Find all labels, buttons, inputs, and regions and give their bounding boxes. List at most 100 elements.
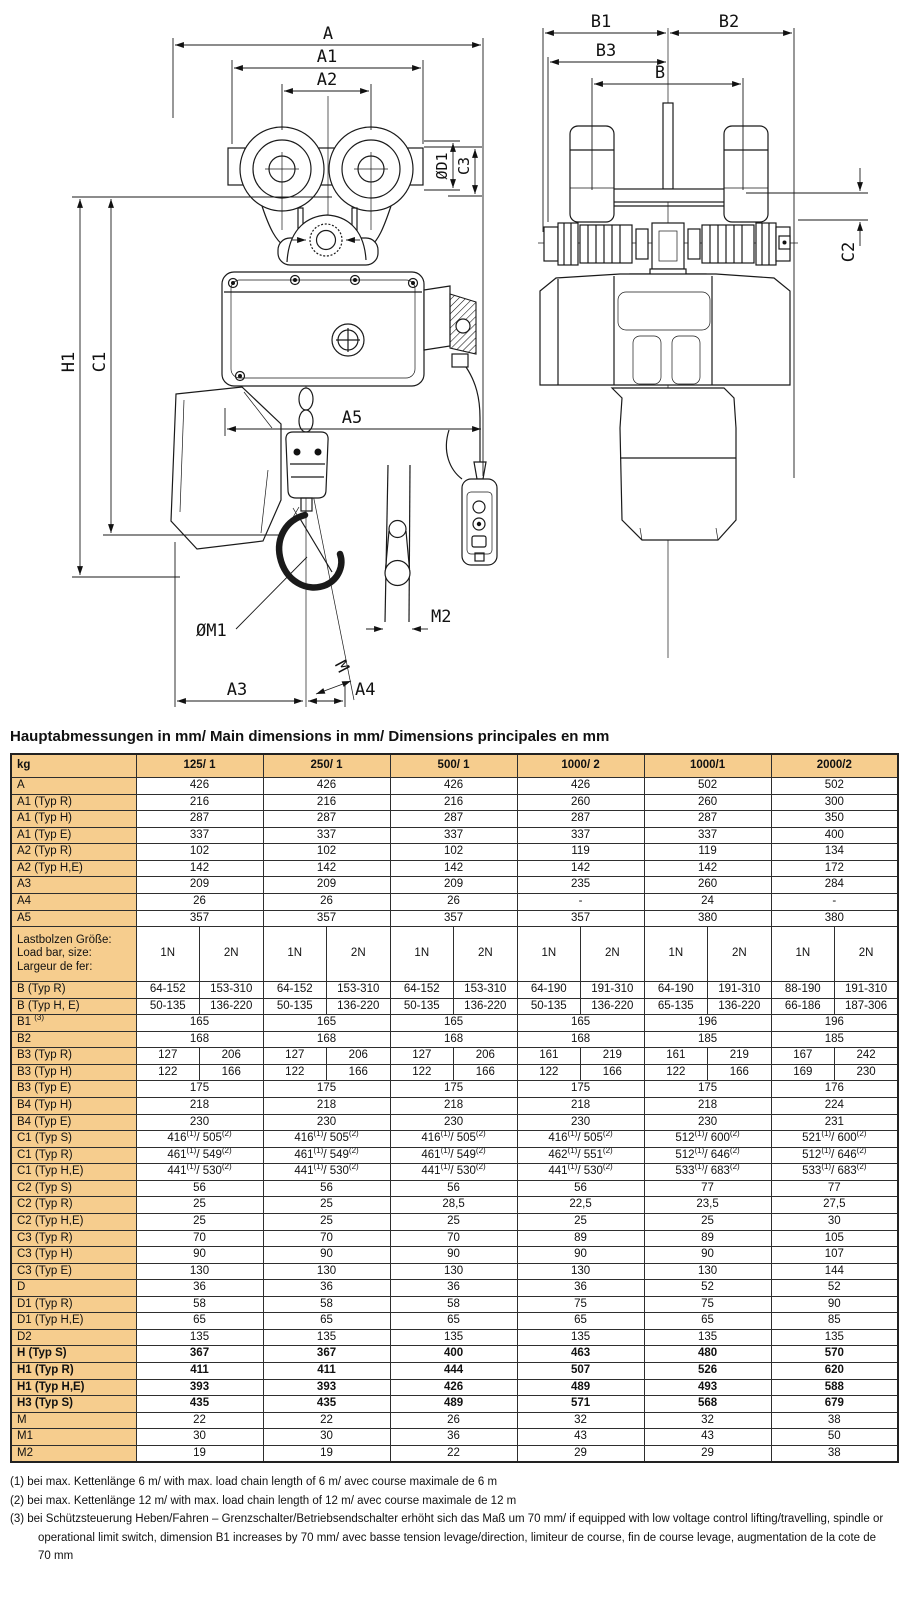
row-label: B1 (3)	[10, 1014, 137, 1032]
table-cell: 435	[262, 1395, 391, 1413]
table-cell: 185	[643, 1030, 772, 1049]
row-label: Lastbolzen Größe: Load bar, size: Largeu…	[10, 926, 137, 983]
table-cell: 90	[135, 1246, 264, 1264]
table-cell: 102	[135, 843, 264, 861]
table-cell: 287	[262, 810, 391, 828]
table-cell: 64-152	[135, 981, 200, 999]
table-cell: 230	[135, 1113, 264, 1132]
table-cell: 127	[262, 1047, 328, 1065]
table-cell: 90	[643, 1246, 772, 1264]
table-cell: 337	[516, 826, 645, 845]
table-cell: 64-152	[389, 981, 455, 999]
motor-housing	[610, 387, 737, 541]
body-screws	[227, 274, 419, 382]
table-cell: 206	[199, 1047, 264, 1065]
table-cell: 85	[770, 1312, 899, 1330]
table-cell: 26	[135, 892, 264, 911]
trolley-wheel-right	[328, 126, 414, 230]
table-cell: 367	[262, 1345, 391, 1363]
dim-b: B	[591, 63, 744, 190]
table-cell: 165	[135, 1014, 264, 1032]
table-cell: 230	[516, 1113, 645, 1132]
table-cell: 52	[770, 1279, 899, 1297]
table-cell: 134	[770, 843, 899, 861]
suspension-yoke	[261, 205, 392, 266]
table-cell: 56	[516, 1179, 645, 1198]
table-cell: 512(1)/ 646(2)	[643, 1146, 772, 1165]
table-cell: 135	[770, 1328, 899, 1347]
table-cell: 136-220	[326, 997, 391, 1016]
pendant-control	[461, 478, 498, 566]
table-cell: 357	[389, 909, 518, 928]
dim-label-a1: A1	[317, 47, 337, 67]
table-row: C1 (Typ R)461(1)/ 549(2)461(1)/ 549(2)46…	[10, 1146, 899, 1165]
table-cell: 70	[262, 1229, 391, 1248]
table-cell: 130	[389, 1262, 518, 1281]
table-cell: 50-135	[262, 997, 328, 1016]
table-cell: 58	[389, 1295, 518, 1314]
table-cell: 461(1)/ 549(2)	[135, 1146, 264, 1165]
table-cell: -	[516, 892, 645, 911]
table-cell: 66-186	[770, 997, 836, 1016]
table-cell: 218	[135, 1097, 264, 1115]
row-label: A1 (Typ H)	[10, 810, 137, 828]
table-cell: 90	[389, 1246, 518, 1264]
dim-b3: B3	[547, 41, 666, 222]
table-row: Lastbolzen Größe: Load bar, size: Largeu…	[10, 926, 899, 983]
table-cell: 367	[135, 1345, 264, 1363]
table-cell: 135	[135, 1328, 264, 1347]
table-cell: 393	[135, 1378, 264, 1397]
table-cell: 29	[516, 1444, 645, 1463]
table-cell: 260	[643, 876, 772, 894]
dim-label-a: A	[323, 24, 333, 44]
table-cell: 175	[643, 1080, 772, 1098]
table-cell: 30	[262, 1428, 391, 1446]
table-cell: 136-220	[580, 997, 645, 1016]
table-cell: 75	[516, 1295, 645, 1314]
load-chain	[298, 387, 314, 433]
dim-label-m: M	[330, 657, 352, 675]
table-cell: 153-310	[326, 981, 391, 999]
table-cell: 2N	[326, 926, 391, 983]
table-cell: 1N	[389, 926, 455, 983]
dim-label-b3: B3	[596, 41, 616, 61]
dim-c1: C1	[90, 199, 282, 536]
row-label: B2	[10, 1030, 137, 1049]
row-label: M1	[10, 1428, 137, 1446]
table-cell: 462(1)/ 551(2)	[516, 1146, 645, 1165]
row-label: A5	[10, 909, 137, 928]
table-row: C1 (Typ H,E)441(1)/ 530(2)441(1)/ 530(2)…	[10, 1163, 899, 1181]
table-cell: 36	[516, 1279, 645, 1297]
table-cell: 122	[516, 1063, 582, 1082]
table-cell: 196	[770, 1014, 899, 1032]
table-cell: 130	[516, 1262, 645, 1281]
dim-a3: A3	[174, 542, 303, 707]
dim-label-a4: A4	[355, 680, 375, 700]
table-cell: 287	[643, 810, 772, 828]
table-cell: 620	[770, 1362, 899, 1380]
table-cell: 570	[770, 1345, 899, 1363]
row-label: M2	[10, 1444, 137, 1463]
row-label: C2 (Typ H,E)	[10, 1212, 137, 1231]
table-cell: 216	[389, 793, 518, 812]
table-cell: 209	[135, 876, 264, 894]
table-cell: 43	[643, 1428, 772, 1446]
table-cell: 135	[516, 1328, 645, 1347]
table-cell: 1N	[770, 926, 836, 983]
table-cell: -	[770, 892, 899, 911]
table-cell: 36	[389, 1428, 518, 1446]
row-label: D1 (Typ H,E)	[10, 1312, 137, 1330]
row-label: A	[10, 777, 137, 795]
table-cell: 165	[262, 1014, 391, 1032]
table-cell: 1N	[516, 926, 582, 983]
row-label: A4	[10, 892, 137, 911]
